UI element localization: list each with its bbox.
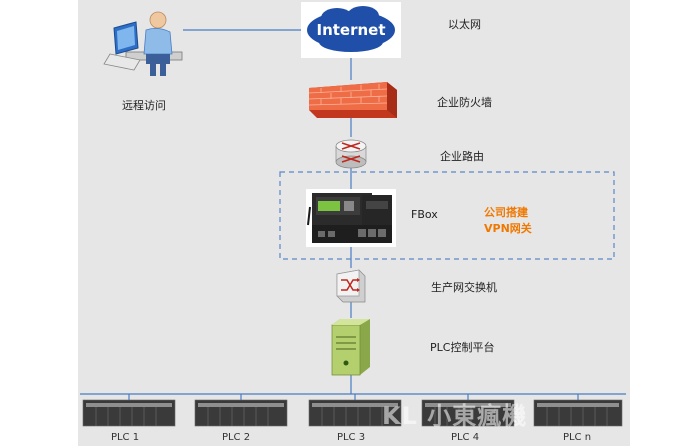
switch-label: 生产网交换机 (431, 281, 497, 294)
firewall-icon (308, 82, 397, 118)
plc-rack (82, 399, 176, 427)
router-label: 企业路由 (440, 150, 484, 163)
plc-rack-label: PLC 4 (451, 432, 479, 443)
router-icon (335, 139, 367, 169)
firewall-label: 企业防火墙 (437, 96, 492, 109)
plc-rack-label: PLC n (563, 432, 591, 443)
vpn-line1-label: 公司搭建 (484, 206, 528, 219)
internet-cloud-icon: Internet (301, 2, 401, 58)
plc-rack (533, 399, 623, 427)
plc-platform-label: PLC控制平台 (430, 341, 495, 354)
plc-rack (194, 399, 288, 427)
remote-access-label: 远程访问 (122, 99, 166, 112)
plc-rack-label: PLC 2 (222, 432, 250, 443)
ethernet-label: 以太网 (448, 18, 481, 31)
plc-rack-label: PLC 1 (111, 432, 139, 443)
fbox-device-icon (306, 189, 396, 247)
internet-text: Internet (316, 21, 385, 39)
plc-rack (421, 399, 515, 427)
plc-rack-label: PLC 3 (337, 432, 365, 443)
vpn-line2-label: VPN网关 (484, 222, 532, 235)
switch-icon (336, 269, 366, 303)
vpn-gateway-frame (279, 171, 615, 260)
watermark: KL 小東瘋機 (382, 402, 528, 430)
remote-user-icon (103, 11, 183, 76)
server-icon (331, 319, 370, 376)
fbox-label: FBox (411, 208, 438, 221)
plc-rack (308, 399, 402, 427)
